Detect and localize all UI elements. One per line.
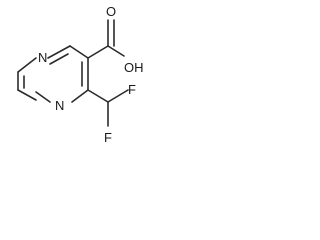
atom-label-f-top: F bbox=[128, 82, 136, 97]
difluoromethyl-group bbox=[87, 89, 129, 127]
bond-n1-c6 bbox=[47, 45, 71, 59]
bond-cf2-f-top bbox=[107, 89, 129, 103]
atom-label-n1: N bbox=[38, 50, 47, 65]
atom-label-oh: OH bbox=[124, 60, 144, 75]
atom-label-n4: N bbox=[55, 98, 64, 113]
bond-c6-c5 bbox=[69, 45, 89, 59]
atom-label-f-bottom: F bbox=[104, 130, 112, 145]
pyrazine-ring bbox=[17, 45, 89, 103]
bond-c4-n4 bbox=[71, 89, 89, 103]
bond-c2-n4 bbox=[17, 89, 37, 101]
bond-c4-cf2 bbox=[87, 89, 109, 103]
carboxylic-acid-group bbox=[87, 19, 125, 59]
bond-n1-c2 bbox=[17, 57, 37, 73]
bond-c-oh bbox=[107, 45, 125, 57]
bond-c5-cooh bbox=[87, 45, 109, 59]
atom-label-o-carbonyl: O bbox=[106, 4, 116, 19]
chemical-structure: N N OH O F F bbox=[17, 4, 144, 145]
bond-n1-c6-inner bbox=[49, 53, 69, 65]
bond-n4-c3 bbox=[35, 91, 51, 103]
